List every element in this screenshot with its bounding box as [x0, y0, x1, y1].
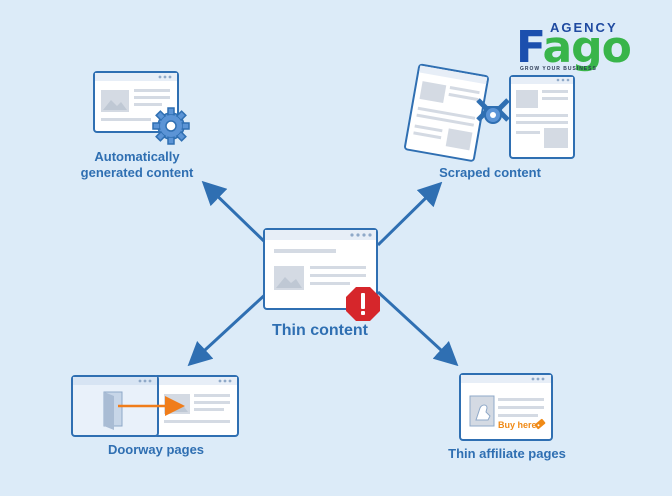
center-page	[263, 228, 380, 321]
thin-content-label: Thin content	[272, 322, 368, 339]
product-icon	[475, 404, 491, 421]
warning-icon	[346, 287, 380, 321]
arrow-to-auto	[201, 180, 270, 247]
scraped-content-label: Scraped content	[439, 165, 541, 180]
gear-icon	[152, 107, 190, 145]
buy-here-button: Buy here	[498, 420, 537, 430]
affiliate-page	[459, 373, 553, 441]
fago-agency-logo: AGENCY Fago GROW YOUR BUSINESS	[516, 18, 632, 78]
arrow-to-scraped	[376, 181, 443, 247]
logo-wordmark: Fago	[516, 26, 632, 70]
affiliate-pages-label: Thin affiliate pages	[448, 446, 566, 461]
scraped-pages	[404, 63, 575, 162]
logo-tagline: GROW YOUR BUSINESS	[520, 66, 597, 72]
logo-letter-f: F	[516, 22, 544, 73]
connector-arrows	[187, 180, 459, 367]
doorway-pages	[71, 375, 239, 437]
logo-agency-text: AGENCY	[550, 20, 618, 35]
auto-generated-label: Automatically generated content	[80, 149, 194, 180]
doorway-pages-label: Doorway pages	[107, 442, 205, 457]
arrow-to-affiliate	[376, 290, 459, 367]
logo-letters-ago: ago	[542, 22, 631, 73]
robot-arm-icon	[476, 98, 510, 124]
auto-generated-page	[93, 71, 190, 145]
arrow-to-doorway	[187, 290, 270, 367]
tag-icon	[534, 418, 546, 430]
door-icon	[103, 391, 123, 430]
